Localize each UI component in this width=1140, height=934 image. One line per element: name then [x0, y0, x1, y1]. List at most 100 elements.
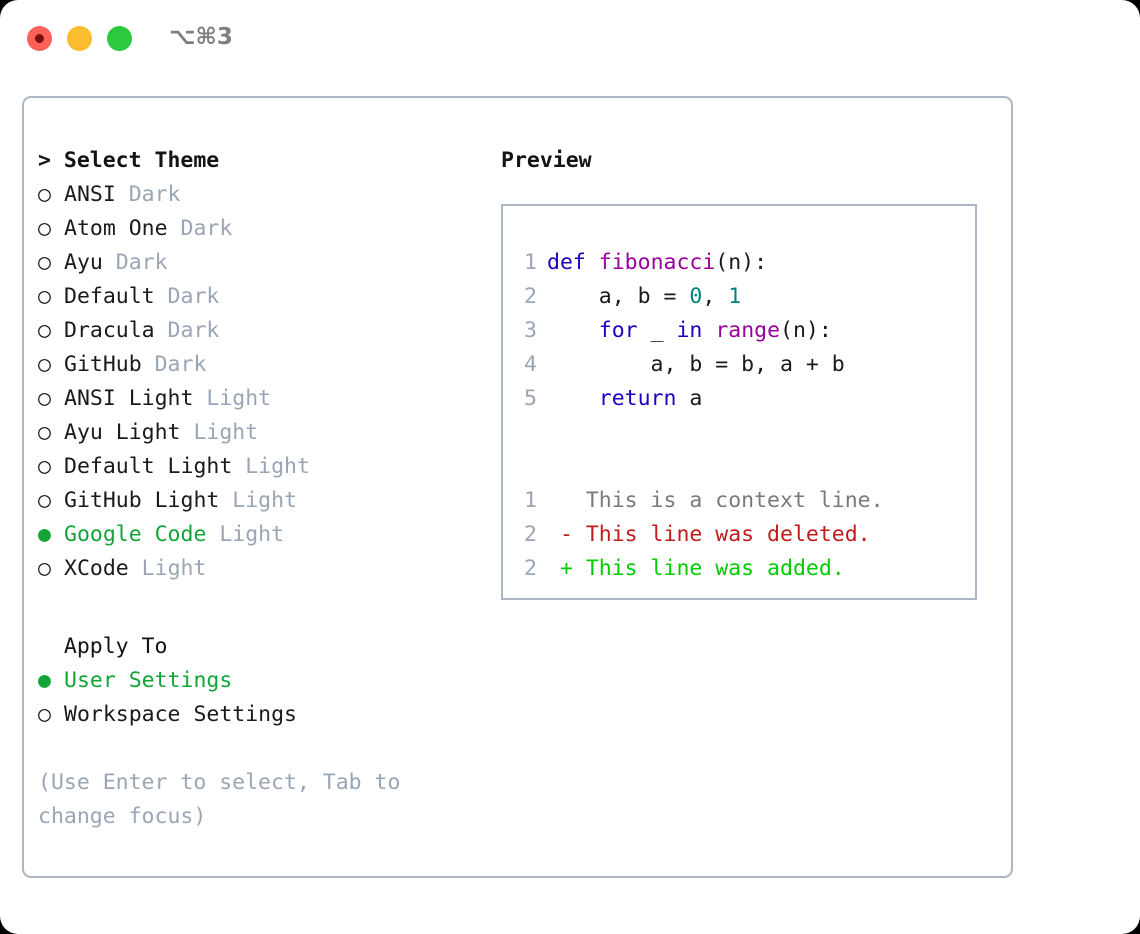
theme-option-default[interactable]: ○Default Dark [38, 280, 478, 314]
code-token: fibonacci [598, 250, 716, 275]
code-token: a, b = [547, 284, 690, 309]
line-number: 1 [524, 488, 537, 513]
theme-option-default-light[interactable]: ○ Default Light Light [38, 450, 478, 484]
theme-option-label: ANSI [64, 182, 116, 207]
diff-line: 2 + This line was added. [503, 552, 975, 586]
code-line: 4 a, b = b, a + b [503, 348, 975, 382]
radio-unselected-icon: ○ [38, 216, 51, 241]
theme-option-tag: Dark [167, 216, 233, 241]
radio-unselected-icon: ○ [38, 250, 51, 275]
code-token: , [702, 284, 729, 309]
code-diff-separator [503, 416, 975, 450]
line-number: 3 [524, 318, 537, 343]
line-number: 1 [524, 250, 537, 275]
diff-sample: 1 This is a context line. 2 - This line w… [503, 484, 975, 586]
apply-to-option-label: Workspace Settings [64, 702, 297, 727]
apply-to-list: ● User Settings ○ Workspace Settings [38, 664, 478, 732]
radio-unselected-icon: ○ [38, 702, 51, 727]
radio-unselected-icon: ○ [38, 352, 51, 377]
radio-selected-icon: ● [38, 522, 51, 547]
theme-option-ayu-light[interactable]: ○Ayu Light Light [38, 416, 478, 450]
radio-unselected-icon: ○ [38, 284, 51, 309]
diff-text: This is a context line. [572, 488, 884, 513]
theme-option-tag: Dark [141, 352, 207, 377]
radio-unselected-icon: ○ [38, 454, 51, 479]
theme-option-tag: Light [193, 386, 272, 411]
select-theme-header: > Select Theme [38, 148, 220, 173]
diff-text: This line was added. [572, 556, 845, 581]
radio-unselected-icon: ○ [38, 488, 51, 513]
line-number: 5 [524, 386, 537, 411]
apply-to-option-workspace-settings[interactable]: ○ Workspace Settings [38, 698, 478, 732]
apply-to-header: Apply To [63, 634, 168, 659]
code-token: in [676, 318, 703, 343]
code-token [547, 386, 599, 411]
theme-option-dracula[interactable]: ○Dracula Dark [38, 314, 478, 348]
diff-marker: - [547, 522, 573, 547]
preview-title: Preview [501, 148, 592, 173]
close-button[interactable] [27, 26, 52, 51]
code-line: 3 for _ in range(n): [503, 314, 975, 348]
theme-option-label: ANSI Light [64, 386, 194, 411]
line-number: 2 [524, 556, 537, 581]
theme-option-tag: Light [219, 488, 298, 513]
theme-option-google-code[interactable]: ● Google Code Light [38, 518, 478, 552]
theme-option-atom-one[interactable]: ○ Atom One Dark [38, 212, 478, 246]
diff-line: 2 - This line was deleted. [503, 518, 975, 552]
code-token: 0 [689, 284, 703, 309]
keyboard-shortcut-label: ⌥⌘3 [169, 24, 233, 50]
code-diff-separator-2 [503, 450, 975, 484]
theme-option-tag: Light [180, 420, 259, 445]
theme-option-tag: Light [128, 556, 207, 581]
code-token: range [715, 318, 781, 343]
theme-selector-card: > Select Theme ○ANSI Dark○Atom One Dark○… [22, 96, 1013, 878]
code-line: 1 def fibonacci(n): [503, 246, 975, 280]
line-number: 2 [524, 522, 537, 547]
theme-option-tag: Dark [102, 250, 168, 275]
code-token [586, 250, 599, 275]
title-bar: ⌥⌘3 [0, 0, 1140, 78]
code-token: (n): [715, 250, 768, 275]
radio-unselected-icon: ○ [38, 386, 51, 411]
theme-option-xcode[interactable]: ○XCode Light [38, 552, 478, 586]
theme-option-label: Default Light [64, 454, 233, 479]
theme-option-label: GitHub Light [64, 488, 220, 513]
radio-selected-icon: ● [38, 668, 51, 693]
line-number: 4 [524, 352, 537, 377]
theme-option-label: Ayu Light [64, 420, 181, 445]
minimize-button[interactable] [67, 26, 92, 51]
diff-marker: + [547, 556, 573, 581]
theme-option-tag: Dark [115, 182, 181, 207]
theme-option-label: Google Code [64, 522, 207, 547]
theme-option-github[interactable]: ○ GitHub Dark [38, 348, 478, 382]
theme-option-ansi-light[interactable]: ○ ANSI Light Light [38, 382, 478, 416]
theme-option-tag: Light [206, 522, 285, 547]
theme-option-label: Dracula [64, 318, 155, 343]
theme-option-tag: Light [232, 454, 310, 479]
theme-option-ansi[interactable]: ○ ANSI Dark [38, 178, 478, 212]
code-token [547, 318, 599, 343]
maximize-button[interactable] [107, 26, 132, 51]
code-token: 1 [728, 284, 742, 309]
theme-option-label: GitHub [64, 352, 142, 377]
code-line: 2 a, b = 0, 1 [503, 280, 975, 314]
code-token: def [547, 250, 586, 275]
theme-list: ○ANSI Dark○Atom One Dark○Ayu Dark○Defaul… [38, 178, 478, 586]
code-token [702, 318, 715, 343]
theme-option-label: Atom One [64, 216, 168, 241]
radio-unselected-icon: ○ [38, 182, 51, 207]
code-token: _ [637, 318, 677, 343]
apply-to-option-user-settings[interactable]: ● User Settings [38, 664, 478, 698]
theme-option-label: Default [64, 284, 155, 309]
theme-option-tag: Dark [154, 318, 220, 343]
theme-option-github-light[interactable]: ○ GitHub Light Light [38, 484, 478, 518]
apply-to-option-label: User Settings [64, 668, 233, 693]
theme-option-ayu[interactable]: ○Ayu Dark [38, 246, 478, 280]
radio-unselected-icon: ○ [38, 556, 51, 581]
code-token: return [598, 386, 677, 411]
help-text: (Use Enter to select, Tab to change focu… [38, 770, 401, 829]
